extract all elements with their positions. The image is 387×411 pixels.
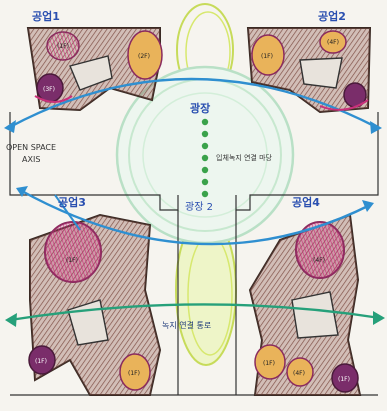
green-arrowheads	[5, 311, 385, 327]
zone-label-bottom-left: 공업3	[58, 196, 86, 209]
plaza-top-label: 광장	[190, 101, 210, 115]
blue-arrowheads	[4, 120, 382, 212]
pod-label: (1F)	[338, 376, 350, 383]
link-note-label: 입체녹지 연결 마당	[216, 153, 273, 162]
pod-label: (3F)	[43, 86, 55, 93]
axis-label-line2: AXIS	[22, 155, 40, 164]
pod-label: (2F)	[138, 53, 150, 60]
magenta-accents	[34, 95, 369, 111]
pod-label: (1F)	[66, 257, 78, 264]
pod-label: (1F)	[263, 360, 275, 367]
pod-label: (4F)	[313, 257, 325, 264]
plaza-bottom-label: 광장 2	[185, 201, 213, 213]
zone-label-top-left: 공업1	[32, 10, 60, 23]
zone-bottom-right	[248, 213, 362, 396]
site-outline	[9, 112, 379, 396]
pod-label: (4F)	[327, 39, 339, 46]
pod-label: (1F)	[35, 358, 47, 365]
blue-axis-arcs	[7, 77, 379, 246]
zone-top-right	[246, 27, 372, 114]
zone-label-top-right: 공업2	[318, 10, 346, 23]
green-corridor-line	[9, 303, 381, 322]
pod-label: (1F)	[261, 53, 273, 60]
pod-label: (4F)	[293, 370, 305, 377]
pod-label: (1F)	[128, 370, 140, 377]
green-dot-path	[201, 118, 209, 198]
zone-top-left	[26, 27, 163, 112]
zone-bottom-left	[28, 213, 162, 396]
green-corridor-label: 녹지 연결 통로	[162, 320, 211, 330]
axis-label-line1: OPEN SPACE	[6, 143, 56, 152]
pod-label: (1F)	[57, 43, 69, 50]
zone-label-bottom-right: 공업4	[292, 196, 320, 209]
